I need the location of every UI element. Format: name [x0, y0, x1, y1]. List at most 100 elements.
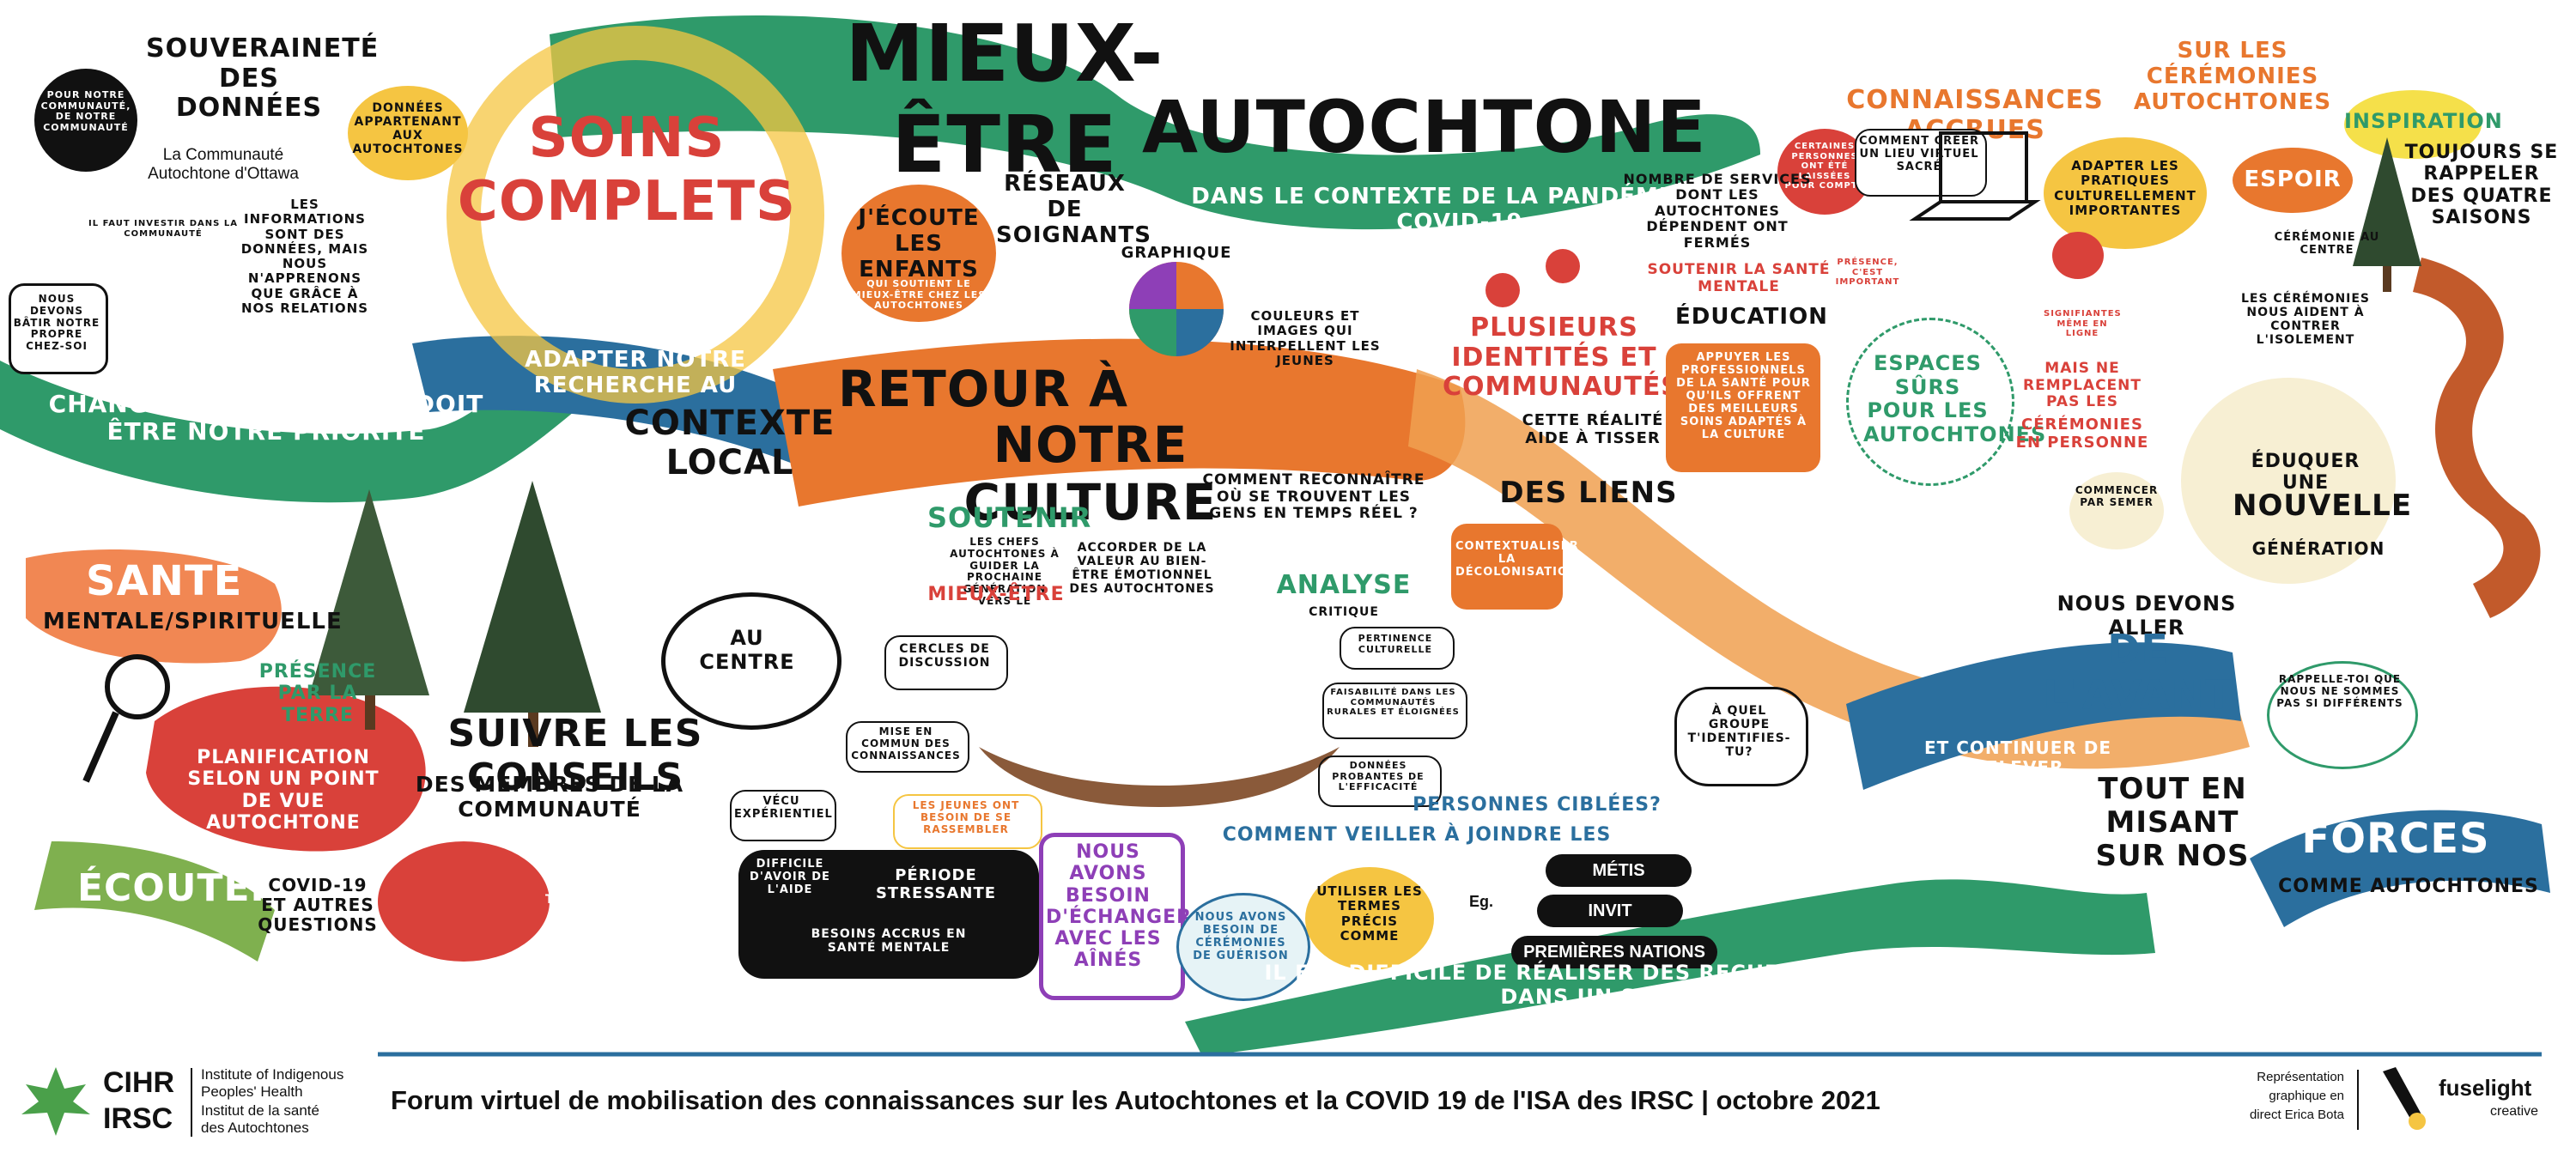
ceremonies-aident-label: LES CÉRÉMONIES NOUS AIDENT À CONTRER L'I…: [2240, 292, 2371, 348]
pertinence-box: [1340, 627, 1455, 670]
apple-icon: [2052, 232, 2104, 279]
tree-trunk: [528, 713, 538, 747]
vecu-box: [730, 790, 836, 841]
ecouter-ribbon: [34, 841, 275, 962]
premieres-pill: PREMIÈRES NATIONS: [1511, 936, 1717, 968]
canoe-icon: [979, 747, 1340, 807]
inspiration-shape: [2344, 90, 2482, 159]
critique-label: CRITIQUE: [1309, 605, 1379, 619]
quel-label: À quel GROUPE T'IDENTIFIES-TU?: [1687, 704, 1791, 760]
difficile-rech-label: IL EST DIFFICILE DE RÉALISER DES RECHERC…: [1264, 961, 2102, 1009]
graphique-label: GRAPHIQUE: [1121, 244, 1232, 262]
leaf-logo-icon: [21, 1067, 90, 1136]
jeunes-box: [893, 794, 1042, 849]
nombre-label: NOMBRE DE SERVICES DONT LES AUTOCHTONES …: [1623, 171, 1812, 251]
dark-panel: [738, 850, 1039, 979]
planification-shape: [146, 686, 426, 852]
veiller-label: COMMENT VEILLER À JOINDRE LES: [1222, 824, 1612, 846]
commencer-label: COMMENCER PAR SEMER: [2075, 484, 2159, 508]
ecouter-label: ÉCOUTER: [77, 866, 281, 910]
contextualiser-label: CONTEXTUALISER la DÉCOLONISATION: [1455, 540, 1579, 579]
sante-label: SANTÉ: [86, 557, 243, 605]
analyse-label: ANALYSE: [1276, 570, 1412, 600]
title-line2: AUTOCHTONE: [1142, 85, 1707, 169]
presence-label: PRÉSENCE PAR LA TERRE: [258, 661, 377, 726]
de-lavant-label: DE L'AVANT: [2043, 626, 2233, 718]
realite-label: CETTE RÉALITÉ AIDE À TISSER: [1522, 411, 1664, 447]
mieux-label: MIEUX-ÊTRE: [927, 584, 1065, 605]
accorder-label: ACCORDER DE LA VALEUR AU BIEN-ÊTRE ÉMOTI…: [1069, 541, 1215, 597]
vecu-label: VÉCU EXPÉRIENTIEL: [734, 795, 833, 821]
signifiantes-label: SIGNIFIANTES MÊME EN LIGNE: [2044, 309, 2122, 338]
soutenir-text: LES CHEFS AUTOCHTONES À GUIDER LA PROCHA…: [950, 536, 1060, 607]
batir-box: [9, 283, 108, 374]
soutenir-label: SOUTENIR: [927, 501, 1092, 534]
faisabilite-label: FAISABILITÉ DANS LES COMMUNAUTÉS RURALES…: [1327, 688, 1460, 717]
ciblees-label: PERSONNES CIBLÉES?: [1413, 794, 1662, 816]
laptop-icon: [1909, 131, 2041, 221]
commencer-blob: [2069, 472, 2164, 549]
changer-label: CHANGER LES SYSTÈMES DOIT ÊTRE NOTRE PRI…: [48, 390, 484, 446]
inspiration-label: INSPIRATION: [2344, 109, 2503, 133]
difficile-label: DIFFICILE D'AVOIR DE L'AIDE: [750, 858, 830, 896]
cercles-label: CERCLES DE DISCUSSION: [898, 642, 991, 671]
brand2-label: creative: [2490, 1104, 2539, 1119]
continuer-label: ET CONTINUER DE RELEVER: [1923, 737, 2112, 778]
souverainete-label: SOUVERAINETÉ DES DONNÉES: [146, 33, 380, 123]
certaines-label: CERTAINES PERSONNES ONT ÉTÉ LAISSÉES POU…: [1784, 142, 1865, 191]
forces-label: FORCES: [2301, 815, 2490, 863]
donnees-label: DONNÉES APPARTENANT AUX AUTOCHTONES: [352, 101, 464, 157]
creer-label: COMMENT CRÉER UN LIEU VIRTUEL SACRÉ: [1859, 135, 1979, 173]
soins-ring: [447, 26, 824, 404]
creer-box: [1855, 129, 1987, 197]
nouvelle-label: NOUVELLE: [2233, 489, 2413, 523]
sante-shape: [26, 549, 282, 664]
title-line1: MIEUX-ÊTRE: [845, 8, 1164, 191]
retour-ribbon: [773, 338, 1466, 507]
periode-label: PÉRIODE STRESSANTE: [875, 866, 997, 902]
avant-label: NOUS DEVONS ALLER: [2057, 592, 2237, 640]
donnees-blob: [348, 86, 468, 180]
membres-label: DES MEMBRES DE LA COMMUNAUTÉ: [415, 772, 684, 822]
tree-trunk: [365, 695, 375, 730]
education-label: ÉDUCATION: [1675, 304, 1828, 330]
remplacent-label: MAIS NE REMPLACENT PAS LES: [2023, 360, 2142, 411]
liens-label: DES LIENS: [1499, 476, 1678, 510]
communaute-arc-label: IL FAUT INVESTIR DANS LA COMMUNAUTÉ: [88, 219, 238, 239]
retour1-label: RETOUR À: [838, 360, 1128, 418]
contextualiser-box: [1451, 524, 1563, 610]
virus-icon: [1485, 273, 1520, 307]
brand-label: fuselight: [2439, 1075, 2532, 1101]
pine-icon: [2353, 137, 2421, 292]
virus-icon: [1546, 249, 1580, 283]
pertinence-label: PERTINENCE CULTURELLE: [1358, 633, 1433, 655]
inst-en-2: Peoples' Health: [201, 1083, 303, 1100]
tree-icon: [464, 481, 601, 713]
presence-sm-label: PRÉSENCE, C'EST IMPORTANT: [1835, 258, 1900, 287]
covid-label: COVID-19 et AUTRES QUESTIONS: [258, 875, 378, 935]
reseaux-label: RÉSEAUX DE SOIGNANTS: [996, 171, 1151, 248]
quel-box: [1674, 687, 1808, 786]
faces-blob: [378, 841, 550, 962]
comme-label: COMME AUTOCHTONES: [2278, 876, 2539, 897]
mise-commun-box: [846, 721, 969, 773]
batir-label: NOUS DEVONS BÂTIR NOTRE PROPRE CHEZ-SOI: [13, 293, 100, 353]
invit-pill: INVIT: [1537, 895, 1683, 927]
comment-label: COMMENT RECONNAÎTRE OÙ SE TROUVENT LES G…: [1202, 471, 1425, 523]
eduquer-blob: [2181, 378, 2396, 584]
adapter-p-blob: [2044, 137, 2207, 249]
metis-pill: MÉTIS: [1546, 854, 1692, 887]
avant-ribbon: [1846, 642, 2241, 790]
ceremonies-g-label: NOUS AVONS BESOIN DE CÉRÉMONIES DE GUÉRI…: [1193, 911, 1289, 962]
appuyer-box: [1666, 343, 1820, 472]
au-centre-circle: [661, 592, 841, 730]
utiliser-label: UTILISER LES TERMES PRÉCIS COMME: [1316, 883, 1423, 944]
retour2-label: NOTRE CULTURE: [963, 416, 1218, 531]
couleurs-label: COULEURS ET IMAGES QUI INTERPELLENT LES …: [1230, 308, 1381, 368]
changer-ribbon: [0, 343, 584, 503]
informations-label: LES INFORMATIONS SONT DES DONNÉES, mais …: [240, 197, 369, 316]
inst-fr-2: des Autochtones: [201, 1120, 309, 1136]
jeunes-label: LES JEUNES ONT BESOIN DE SE RASSEMBLER: [912, 799, 1020, 835]
faisabilite-box: [1322, 683, 1467, 739]
